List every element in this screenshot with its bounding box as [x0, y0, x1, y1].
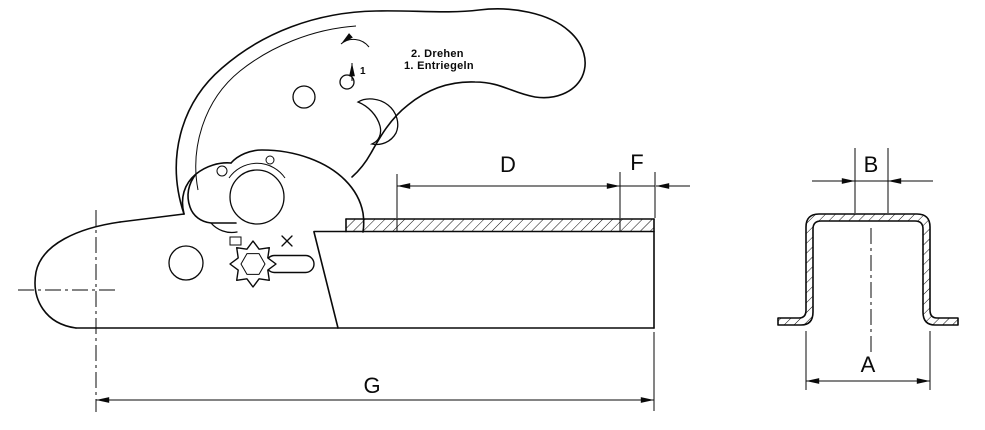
handle-inner-edge: [195, 25, 357, 191]
side-view-coupling: 1 2. Drehen 1. Entriegeln: [18, 8, 655, 412]
instruction-rotate: 2. Drehen: [411, 48, 464, 60]
coupling-head-top-edge: [230, 149, 365, 233]
knob-hexagon: [240, 253, 266, 275]
weld-mark: [229, 236, 242, 246]
coupling-jaw-arc: [210, 222, 238, 234]
dim-label-a: A: [861, 352, 876, 377]
handle-hole-large: [292, 85, 316, 109]
ball-socket-circle: [229, 169, 285, 225]
dim-label-b: B: [864, 152, 879, 177]
rotate-arrow: [340, 33, 370, 48]
x-marking: [281, 235, 293, 247]
body-left-end: [34, 221, 121, 329]
dim-label-f: F: [630, 150, 643, 175]
ball-socket-arc: [228, 162, 286, 179]
tube-joint-lines: [396, 219, 621, 232]
section-view-channel: [777, 213, 959, 352]
coupling-jaw: [187, 173, 237, 224]
release-latch-hook: [356, 98, 399, 146]
body-top-edge: [119, 213, 185, 223]
drawbar-tube: [313, 218, 655, 329]
step-1-marker: 1: [360, 66, 366, 77]
body-gusset-line: [313, 231, 339, 329]
star-knob: [229, 240, 277, 288]
instruction-unlock: 1. Entriegeln: [404, 60, 474, 72]
extension-lines: [396, 172, 656, 411]
dim-label-g: G: [363, 373, 380, 398]
dim-label-d: D: [500, 152, 516, 177]
rivet-circle: [216, 165, 228, 177]
handle-lever-outline: [175, 8, 586, 215]
channel-profile: [777, 213, 959, 326]
pivot-pin-circle: [265, 155, 275, 165]
section-view-dimensions: B A: [805, 148, 933, 390]
body-bolt-hole: [168, 245, 204, 281]
handle-hole-small: [339, 74, 355, 90]
side-view-dimensions: D F G: [96, 150, 690, 411]
tube-wall-hatch: [346, 219, 654, 232]
